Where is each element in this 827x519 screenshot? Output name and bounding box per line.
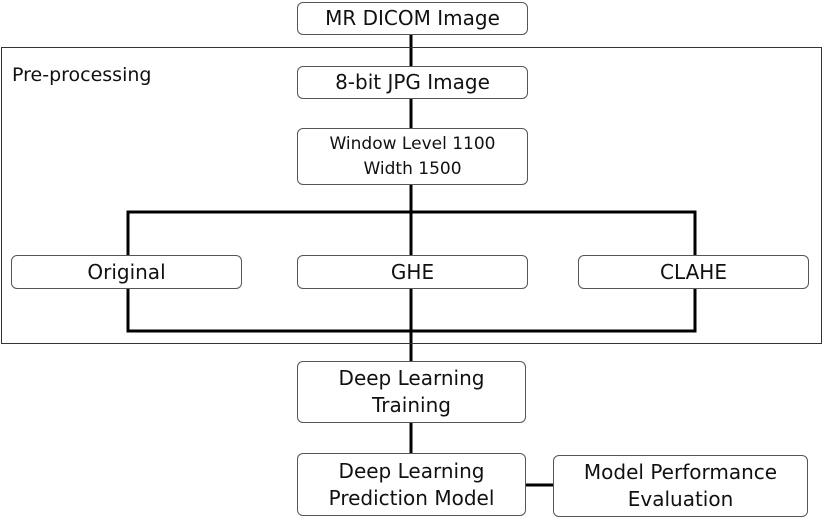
- preprocessing-label: Pre-processing: [12, 64, 152, 86]
- node-clahe: CLAHE: [578, 255, 809, 289]
- node-model-performance-evaluation: Model Performance Evaluation: [553, 455, 808, 517]
- node-original: Original: [11, 255, 242, 289]
- node-deep-learning-training: Deep Learning Training: [297, 361, 526, 423]
- node-deep-learning-prediction-model: Deep Learning Prediction Model: [297, 453, 526, 516]
- node-mr-dicom-image: MR DICOM Image: [297, 2, 528, 35]
- preprocessing-region: [1, 47, 822, 344]
- node-ghe: GHE: [297, 255, 528, 289]
- node-window-level: Window Level 1100 Width 1500: [297, 128, 528, 185]
- node-8bit-jpg-image: 8-bit JPG Image: [297, 66, 528, 99]
